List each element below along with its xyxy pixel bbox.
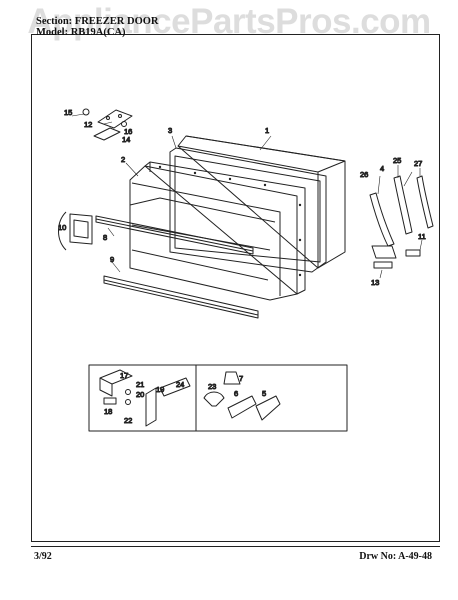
callout-27: 27 — [414, 159, 422, 168]
leader-lines — [71, 113, 423, 279]
callout-26: 26 — [360, 170, 368, 179]
callout-18: 18 — [104, 407, 112, 416]
outer-door-panel — [177, 135, 346, 269]
callout-2: 2 — [121, 155, 125, 164]
callout-15: 15 — [64, 108, 72, 117]
callout-7: 7 — [239, 374, 243, 383]
handle-assembly — [369, 175, 434, 269]
diagram-frame — [31, 34, 440, 542]
top-hinge-assembly — [82, 108, 133, 141]
callout-14: 14 — [122, 135, 130, 144]
watermark: AppliancePartsPros.com — [27, 2, 431, 41]
callout-20: 20 — [136, 390, 144, 399]
callout-21: 21 — [136, 380, 144, 389]
section-title: Section: FREEZER DOOR — [36, 16, 159, 27]
model-line: Model: RB19A(CA) — [36, 27, 126, 38]
shelf-bar — [95, 215, 254, 255]
callout-17: 17 — [120, 371, 128, 380]
callout-4: 4 — [380, 164, 384, 173]
bar-end-cap — [58, 211, 93, 251]
inset-right-parts — [203, 371, 281, 421]
callout-5: 5 — [262, 389, 266, 398]
callout-12: 12 — [84, 120, 92, 129]
callout-6: 6 — [234, 389, 238, 398]
drawing-number: Drw No: A-49-48 — [359, 551, 432, 562]
footer-date: 3/92 — [34, 551, 52, 562]
inset-left-parts — [99, 369, 191, 427]
door-liner — [129, 161, 306, 301]
callout-16: 16 — [124, 127, 132, 136]
bottom-shelf-bar — [103, 275, 259, 319]
callout-23: 23 — [208, 382, 216, 391]
callout-24: 24 — [176, 380, 184, 389]
callout-1: 1 — [265, 126, 269, 135]
callout-22: 22 — [124, 416, 132, 425]
callout-3: 3 — [168, 126, 172, 135]
callout-19: 19 — [156, 385, 164, 394]
callout-9: 9 — [110, 255, 114, 264]
callout-13: 13 — [371, 278, 379, 287]
parts-inset-box — [88, 364, 348, 432]
callout-25: 25 — [393, 156, 401, 165]
callout-10: 10 — [58, 223, 66, 232]
callout-11: 11 — [418, 232, 426, 241]
footer-rule — [31, 546, 440, 547]
callout-8: 8 — [103, 233, 107, 242]
